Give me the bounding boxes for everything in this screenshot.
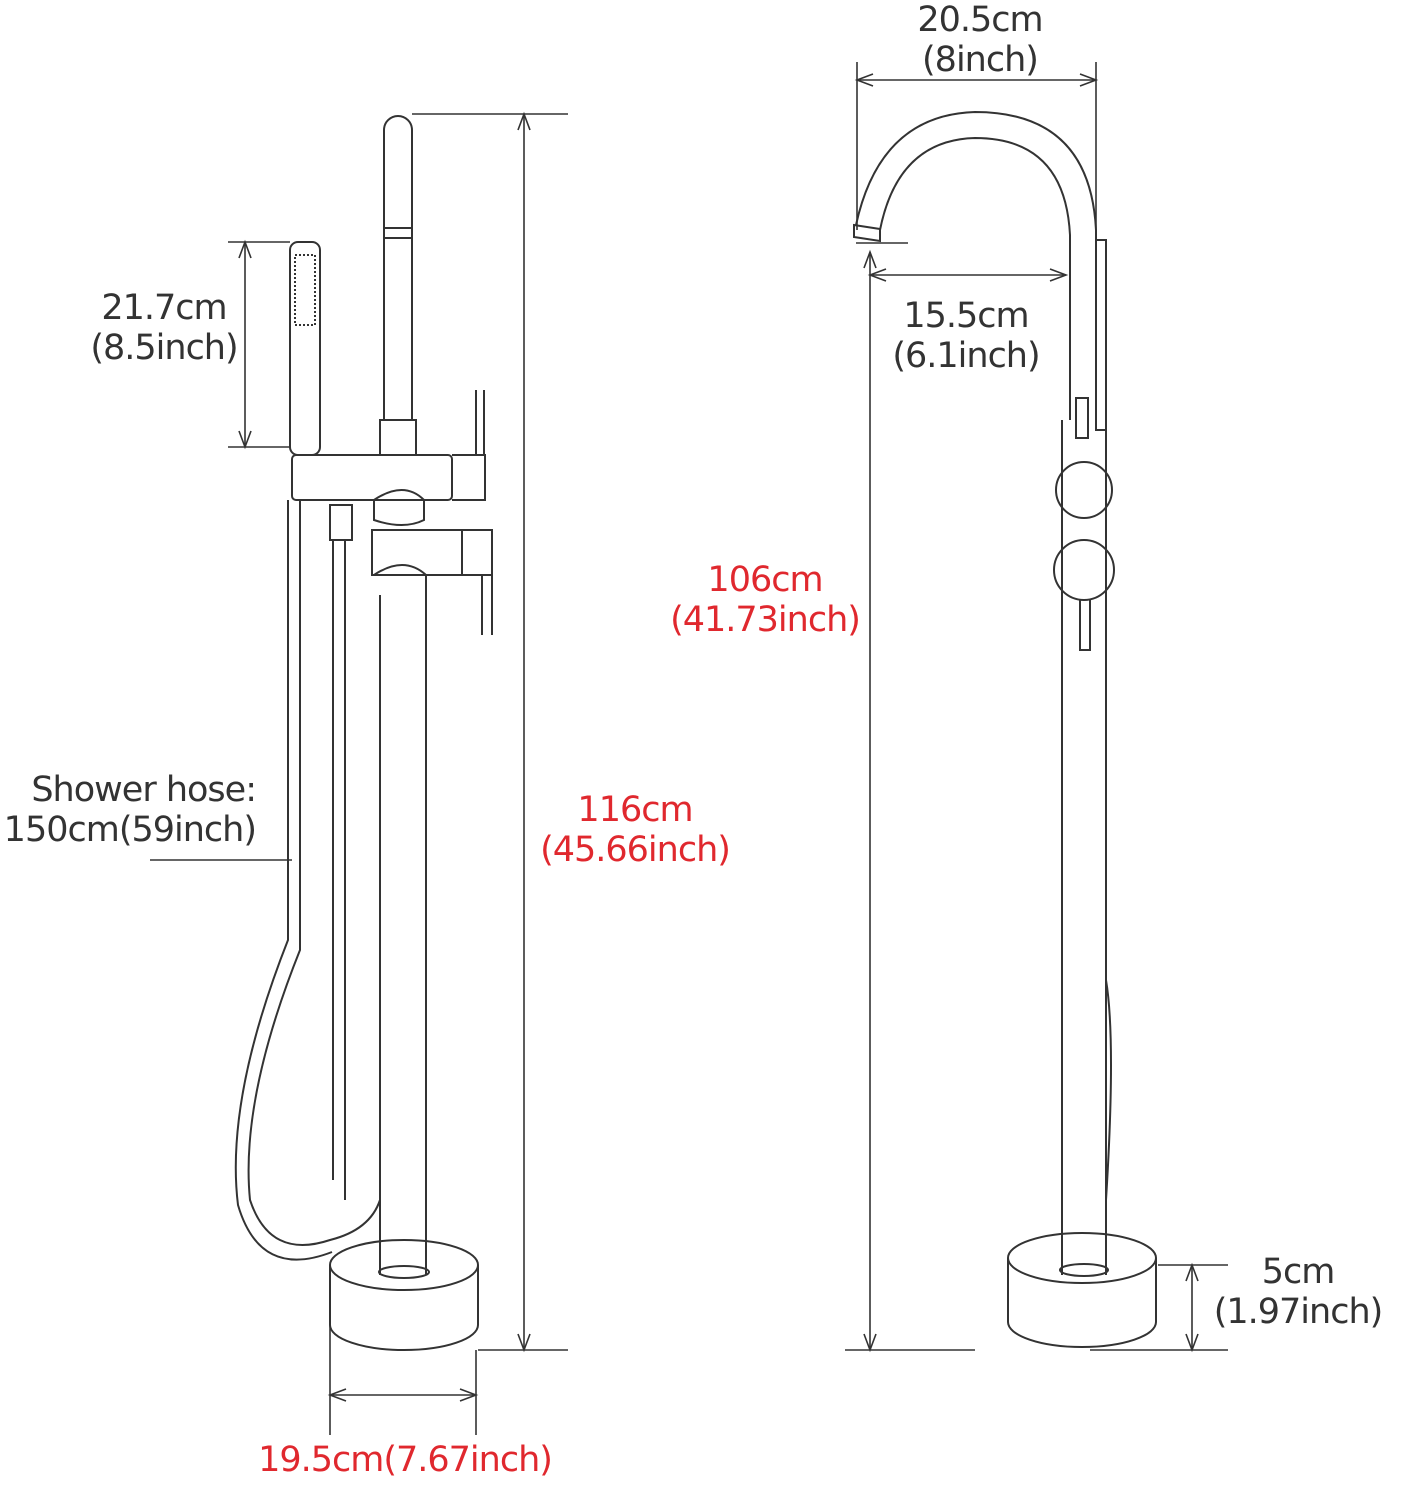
dimension-lines	[150, 62, 1228, 1435]
dim-cm: 106cm	[707, 560, 823, 600]
dim-inch: (45.66inch)	[540, 830, 731, 870]
total-height-label: 116cm(45.66inch)	[530, 790, 740, 870]
dim-cm: 15.5cm	[903, 296, 1029, 336]
dim-inch: (1.97inch)	[1213, 1292, 1384, 1332]
spout-reach-label: 20.5cm(8inch)	[880, 0, 1080, 80]
base-width-label: 19.5cm(7.67inch)	[258, 1440, 553, 1480]
dim-inch: (8inch)	[922, 40, 1039, 80]
base-height-label: 5cm(1.97inch)	[1208, 1252, 1388, 1332]
shower-hose	[234, 500, 381, 1261]
right-faucet-drawing	[853, 110, 1157, 1348]
dim-cm: 20.5cm	[917, 0, 1043, 40]
right-base	[1007, 1258, 1157, 1348]
dim-cm: 5cm	[1261, 1252, 1336, 1292]
dim-cm: 116cm	[577, 790, 693, 830]
spout-height-label: 106cm(41.73inch)	[665, 560, 865, 640]
dim-inch: (8.5inch)	[90, 328, 238, 368]
spout-offset-label: 15.5cm(6.1inch)	[880, 296, 1052, 376]
hose-value: 150cm(59inch)	[3, 810, 257, 850]
body-crossbar	[291, 454, 453, 501]
dim-inch: (6.1inch)	[892, 336, 1040, 376]
hose-length-label: Shower hose:150cm(59inch)	[0, 770, 257, 850]
dim-cm: 21.7cm	[101, 288, 227, 328]
main-column	[379, 595, 427, 1275]
dim-inch: (41.73inch)	[670, 600, 861, 640]
hose-title: Shower hose:	[31, 770, 257, 810]
handshower-length-label: 21.7cm(8.5inch)	[80, 288, 248, 368]
handshower-holder	[383, 115, 413, 420]
left-base	[329, 1265, 479, 1351]
left-faucet-drawing	[234, 115, 493, 1351]
gooseneck	[855, 110, 1097, 420]
